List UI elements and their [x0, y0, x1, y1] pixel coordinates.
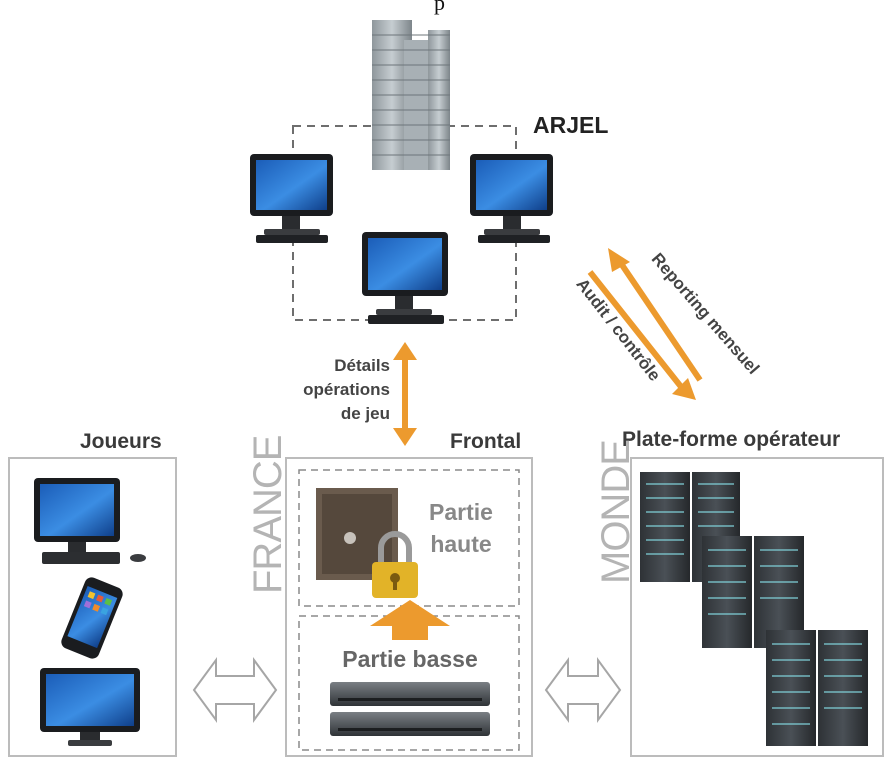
- frontal-title: Frontal: [450, 430, 522, 453]
- details-label-line: Détails: [334, 356, 390, 375]
- desktop-computer-icon: [34, 478, 146, 564]
- smartphone-icon: [61, 577, 123, 659]
- joueurs-title: Joueurs: [80, 430, 162, 453]
- connector-arrow-right: [544, 656, 622, 724]
- upward-arrow-icon: [370, 600, 450, 640]
- arjel-title: ARJEL: [533, 112, 609, 138]
- details-label: Détails opérations de jeu: [282, 354, 390, 426]
- monitor-icon: [40, 668, 140, 746]
- partie-basse-label: Partie basse: [342, 646, 478, 672]
- monitor-icon: [250, 154, 333, 243]
- office-tower-icon: [372, 20, 450, 170]
- monde-label: MONDE: [594, 440, 638, 584]
- network-appliance-icon: [330, 682, 490, 736]
- france-label: FRANCE: [246, 435, 290, 594]
- padlock-icon: [372, 531, 418, 598]
- details-label-line: opérations: [303, 380, 390, 399]
- operator-title: Plate-forme opérateur: [622, 428, 841, 451]
- details-double-arrow: [393, 342, 417, 446]
- details-label-line: de jeu: [340, 404, 390, 423]
- connector-arrow-left: [192, 656, 278, 724]
- partie-haute-line: haute: [430, 531, 492, 557]
- partie-haute-line: Partie: [429, 499, 493, 525]
- reporting-arrow: [608, 248, 703, 382]
- top-text-fragment: p: [434, 0, 445, 15]
- monitor-icon: [470, 154, 553, 243]
- monitor-icon: [362, 232, 448, 324]
- partie-haute-zone: [298, 469, 520, 607]
- audit-arrow: [587, 270, 696, 400]
- server-rack-icon: [640, 472, 868, 746]
- arjel-network: [250, 20, 553, 324]
- partie-haute-label: Partie haute: [416, 496, 506, 560]
